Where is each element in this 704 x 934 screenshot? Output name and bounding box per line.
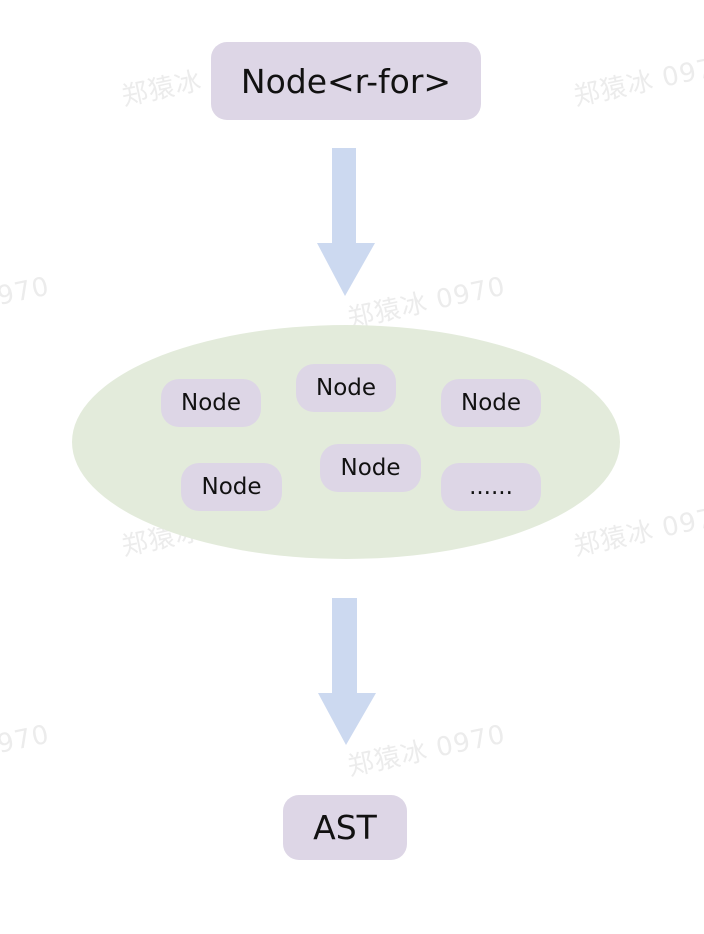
child-node: Node xyxy=(161,379,261,427)
ellipsis-node: ...... xyxy=(441,463,541,511)
child-node: Node xyxy=(441,379,541,427)
watermark: 郑猿冰 0970 xyxy=(571,499,704,563)
down-arrow-icon xyxy=(317,148,375,296)
top-node: Node<r-for> xyxy=(211,42,481,120)
ast-node: AST xyxy=(283,795,407,860)
node-group xyxy=(72,325,620,559)
watermark: 郑猿冰 0970 xyxy=(0,719,53,783)
watermark: 郑猿冰 0970 xyxy=(0,271,53,335)
child-node: Node xyxy=(296,364,396,412)
down-arrow-icon xyxy=(318,598,376,745)
watermark: 郑猿冰 0970 xyxy=(571,49,704,113)
child-node: Node xyxy=(181,463,282,511)
child-node: Node xyxy=(320,444,421,492)
